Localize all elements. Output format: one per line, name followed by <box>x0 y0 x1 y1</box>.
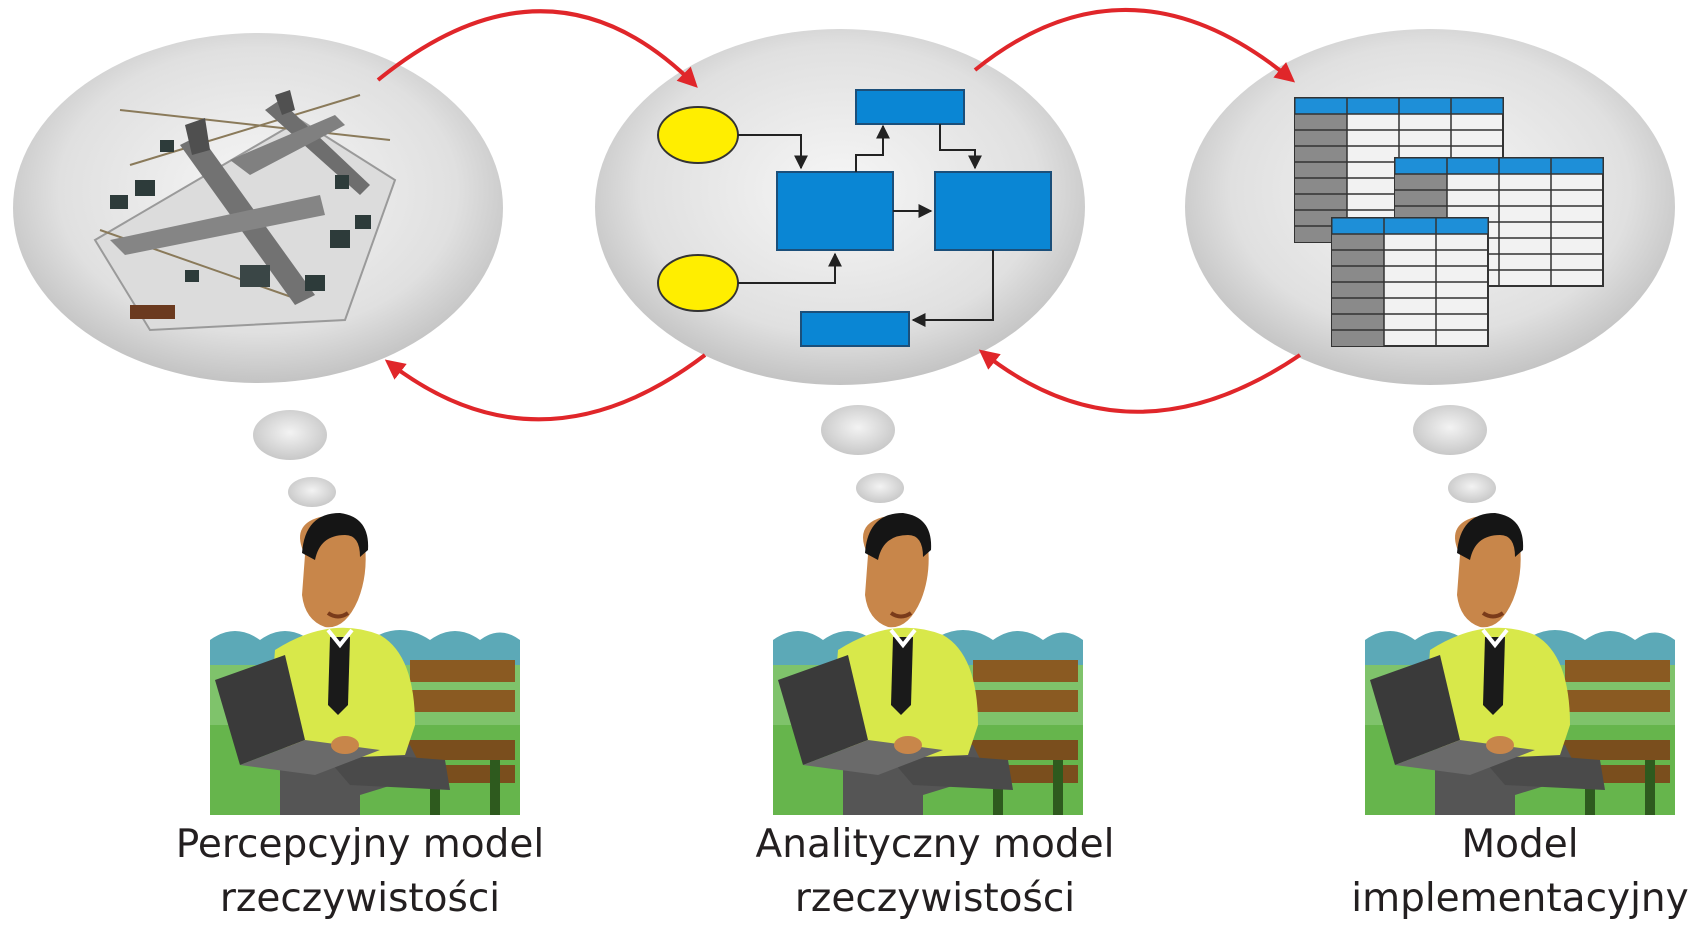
man-with-laptop-on-bench-icon <box>771 511 1085 817</box>
caption-implementation-line2: implementacyjny <box>1351 876 1689 921</box>
caption-perceptual-model: Percepcyjny model rzeczywistości <box>100 818 620 926</box>
arrow-forward-icon <box>376 8 1296 88</box>
caption-perceptual-line2: rzeczywistości <box>219 876 501 921</box>
flowchart-icon <box>657 89 1052 347</box>
thought-puffs-implementation <box>1413 405 1496 503</box>
caption-analytical-line2: rzeczywistości <box>794 876 1076 921</box>
caption-perceptual-line1: Percepcyjny model <box>175 822 545 867</box>
database-tables-icon <box>1294 97 1604 347</box>
caption-implementation-line1: Model <box>1461 822 1579 867</box>
table-header-3 <box>1331 217 1489 235</box>
caption-analytical-line1: Analityczny model <box>755 822 1115 867</box>
arrow-backward-icon <box>384 349 1302 422</box>
man-with-laptop-on-bench-icon <box>1363 511 1677 817</box>
man-with-laptop-on-bench-icon <box>208 511 522 817</box>
caption-implementation-model: Model implementacyjny <box>1260 818 1690 926</box>
table-key-column-3 <box>1332 234 1384 346</box>
thought-puffs-perceptual <box>253 410 336 507</box>
thought-puffs-analytical <box>821 405 904 503</box>
airport-airplanes-icon <box>93 90 397 332</box>
caption-analytical-model: Analityczny model rzeczywistości <box>675 818 1195 926</box>
